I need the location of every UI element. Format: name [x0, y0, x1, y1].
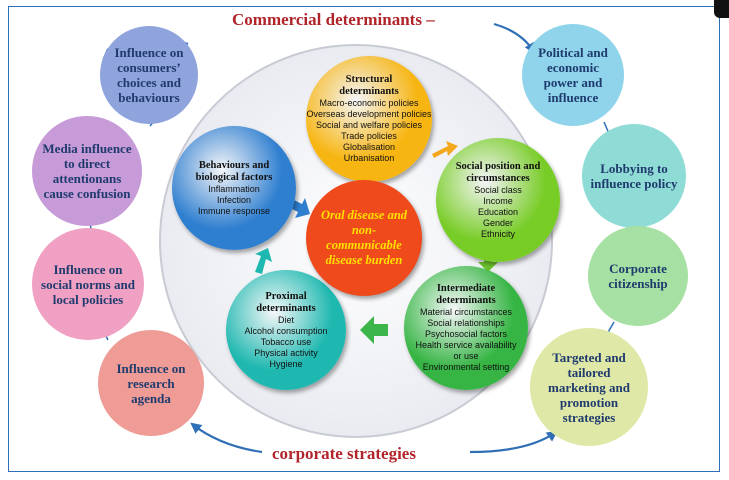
inner-circle-item: Hygiene — [269, 358, 303, 369]
inner-circle-item: Tobacco use — [260, 336, 312, 347]
inner-circle-item: Inflammation — [208, 183, 260, 194]
arc-arrow-bottom-right — [469, 430, 558, 454]
outer-circle-consumers-choices: Influence on consumers’ choices and beha… — [100, 26, 198, 124]
center-circle-disease-burden: Oral disease and non-communicable diseas… — [306, 180, 422, 296]
inner-circle-item: Social class — [474, 184, 522, 195]
inner-circle-item: Immune response — [197, 205, 271, 216]
outer-circle-political-power: Political and economic power and influen… — [522, 24, 624, 126]
inner-circle-item: Globalisation — [342, 142, 396, 152]
outer-circle-label: Influence on consumers’ choices and beha… — [114, 45, 184, 105]
outer-circle-label: Influence on social norms and local poli… — [41, 261, 135, 307]
outer-circle-label: Influence on research agenda — [116, 360, 186, 406]
inner-circle-item: Physical activity — [254, 347, 318, 358]
outer-circle-targeted-marketing: Targeted and tailored marketing and prom… — [530, 328, 648, 446]
inner-circle-item: Macro-economic policies — [319, 98, 419, 108]
outer-circle-label: Lobbying to influence policy — [590, 161, 678, 191]
outer-circle-label: Corporate citizenship — [608, 261, 668, 291]
inner-circle-item: Diet — [277, 314, 294, 325]
arc-arrow-top-right — [493, 22, 536, 54]
inner-circle-item: Health service availability or use — [415, 340, 517, 361]
inner-circle-structural-determinants: Structural determinants Macro-economic p… — [306, 56, 432, 182]
outer-circle-research-agenda: Influence on research agenda — [98, 330, 204, 436]
inner-circle-title: Intermediate determinants — [436, 283, 496, 306]
inner-circle-item: Income — [483, 195, 513, 206]
outer-circle-label: Targeted and tailored marketing and prom… — [548, 349, 630, 425]
inner-circle-title: Structural determinants — [339, 74, 399, 97]
inner-circle-item: Psychosocial factors — [424, 329, 508, 339]
outer-circle-lobbying: Lobbying to influence policy — [582, 124, 686, 228]
flow-arrow-proximal-to-behaviours — [255, 248, 272, 274]
inner-circle-item: Ethnicity — [480, 228, 515, 239]
title-corporate-strategies: corporate strategies — [272, 444, 416, 463]
window-corner — [714, 0, 729, 18]
inner-circle-item: Social and welfare policies — [315, 120, 423, 130]
outer-circle-corporate-citizenship: Corporate citizenship — [588, 226, 688, 326]
outer-circle-label: Media influence to direct attentionans c… — [42, 141, 132, 201]
inner-circle-item: Environmental setting — [422, 362, 510, 372]
inner-circle-social-position: Social position and circumstances Social… — [436, 138, 560, 262]
outer-circle-social-norms: Influence on social norms and local poli… — [32, 228, 144, 340]
outer-circle-label: Political and economic power and influen… — [538, 45, 608, 105]
inner-circle-item: Infection — [216, 194, 252, 205]
inner-circle-item: Education — [477, 206, 519, 217]
title-commercial-determinants: Commercial determinants – — [232, 10, 435, 29]
inner-circle-item: Material circumstances — [419, 307, 513, 317]
inner-circle-title: Social position and circumstances — [455, 160, 541, 184]
inner-circle-behaviours-biological: Behaviours and biological factors Inflam… — [172, 126, 296, 250]
flow-arrow-structural-to-social — [432, 141, 458, 158]
flow-arrow-intermediate-to-proximal — [360, 316, 388, 344]
inner-circle-title: Behaviours and biological factors — [195, 159, 273, 183]
inner-circle-item: Gender — [482, 217, 514, 228]
inner-circle-title: Proximal determinants — [256, 290, 316, 314]
inner-circle-intermediate-determinants: Intermediate determinants Material circu… — [404, 266, 528, 390]
center-circle-title: Oral disease and non-communicable diseas… — [320, 208, 408, 267]
inner-circle-item: Alcohol consumption — [244, 325, 328, 336]
inner-circle-item: Urbanisation — [343, 153, 395, 163]
inner-circle-item: Overseas development policies — [306, 109, 432, 119]
outer-circle-media-influence: Media influence to direct attentionans c… — [32, 116, 142, 226]
arc-arrow-bottom-left — [190, 422, 263, 454]
inner-circle-proximal-determinants: Proximal determinants Diet Alcohol consu… — [226, 270, 346, 390]
inner-circle-item: Trade policies — [341, 131, 397, 141]
inner-circle-item: Social relationships — [427, 318, 505, 328]
